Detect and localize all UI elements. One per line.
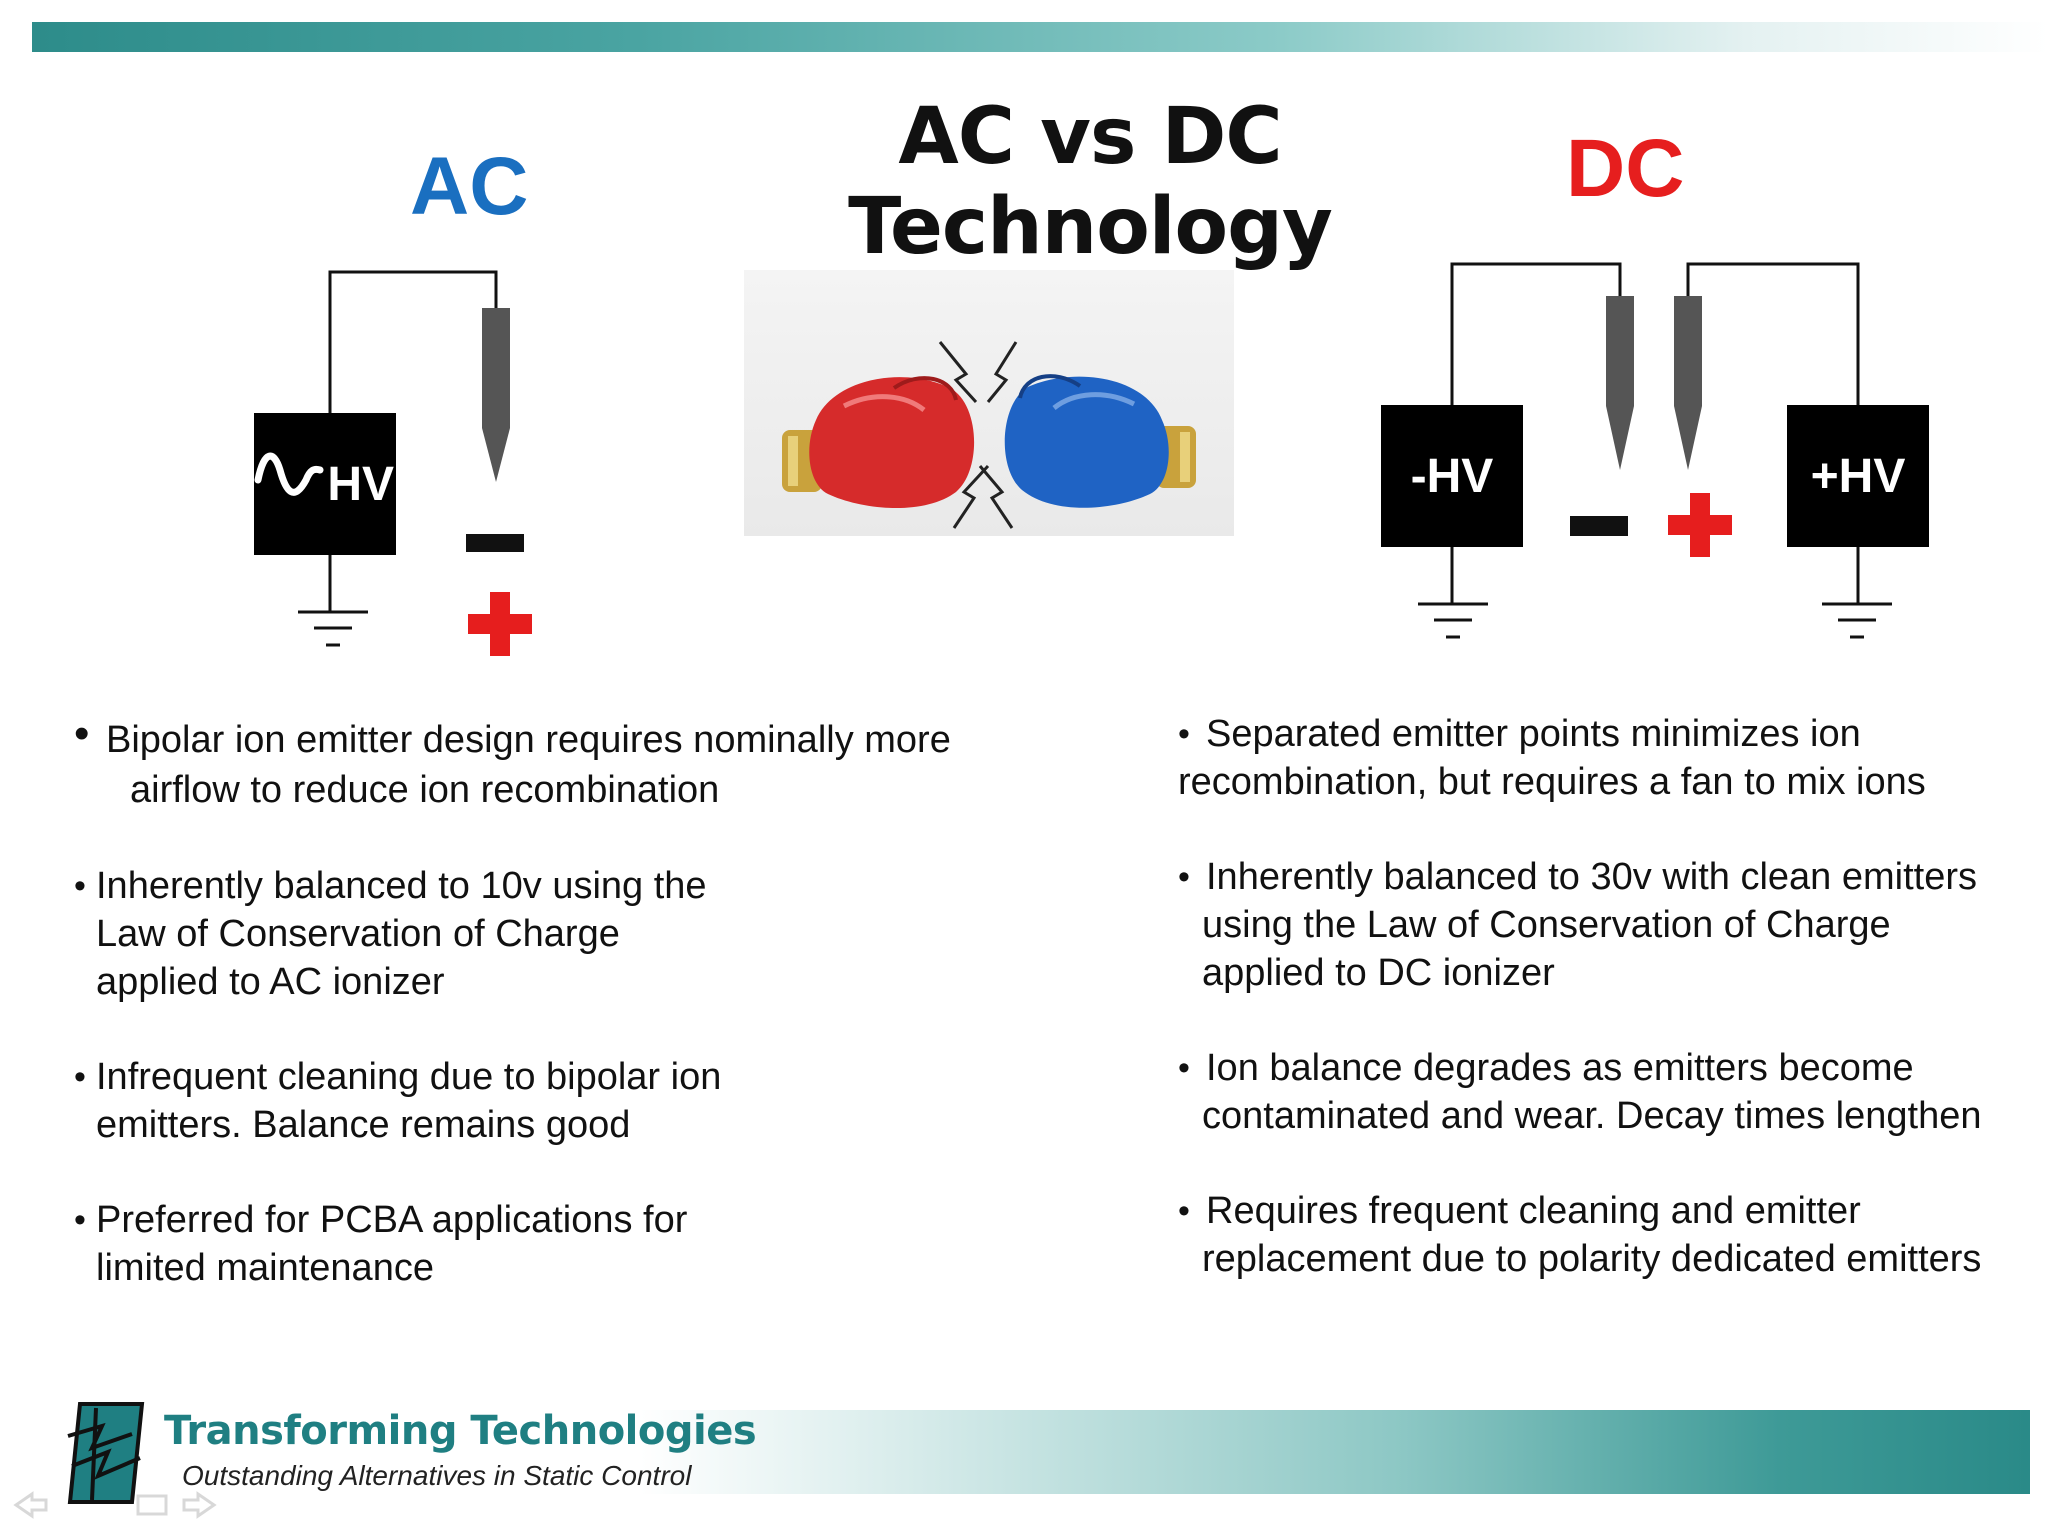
blue-glove bbox=[1004, 374, 1196, 508]
minus-icon bbox=[466, 534, 524, 552]
emitter-needle-icon bbox=[1606, 296, 1634, 470]
ground-icon bbox=[1822, 602, 1892, 639]
sine-wave-icon bbox=[254, 452, 324, 496]
boxing-gloves-image bbox=[744, 270, 1234, 536]
ground-icon bbox=[298, 610, 368, 647]
slide-title: AC vs DC Technology bbox=[848, 92, 1333, 272]
dc-neg-hv-label: -HV bbox=[1410, 449, 1494, 503]
minus-icon bbox=[1570, 516, 1628, 536]
emitter-needle-icon bbox=[1674, 296, 1702, 470]
dc-neg-hv-box: -HV bbox=[1381, 405, 1523, 547]
ac-heading: AC bbox=[410, 141, 529, 232]
emitter-needle-icon bbox=[482, 308, 510, 482]
ac-hv-label: HV bbox=[327, 457, 394, 511]
plus-icon bbox=[1668, 493, 1732, 557]
lightning-icon bbox=[938, 341, 1018, 529]
ground-icon bbox=[1418, 602, 1488, 639]
red-glove bbox=[782, 376, 975, 509]
logo-tagline: Outstanding Alternatives in Static Contr… bbox=[182, 1460, 692, 1491]
logo-icon bbox=[67, 1402, 145, 1504]
nav-arrows-icon[interactable] bbox=[10, 1490, 220, 1520]
plus-icon bbox=[468, 592, 532, 656]
dc-pos-hv-label: +HV bbox=[1810, 449, 1906, 503]
top-banner-bar bbox=[32, 22, 2048, 52]
dc-pos-hv-box: +HV bbox=[1787, 405, 1929, 547]
logo-name: Transforming Technologies bbox=[164, 1408, 757, 1454]
dc-heading: DC bbox=[1566, 123, 1685, 214]
ac-hv-box: HV bbox=[254, 413, 396, 555]
bottom-banner-bar bbox=[640, 1410, 2030, 1494]
